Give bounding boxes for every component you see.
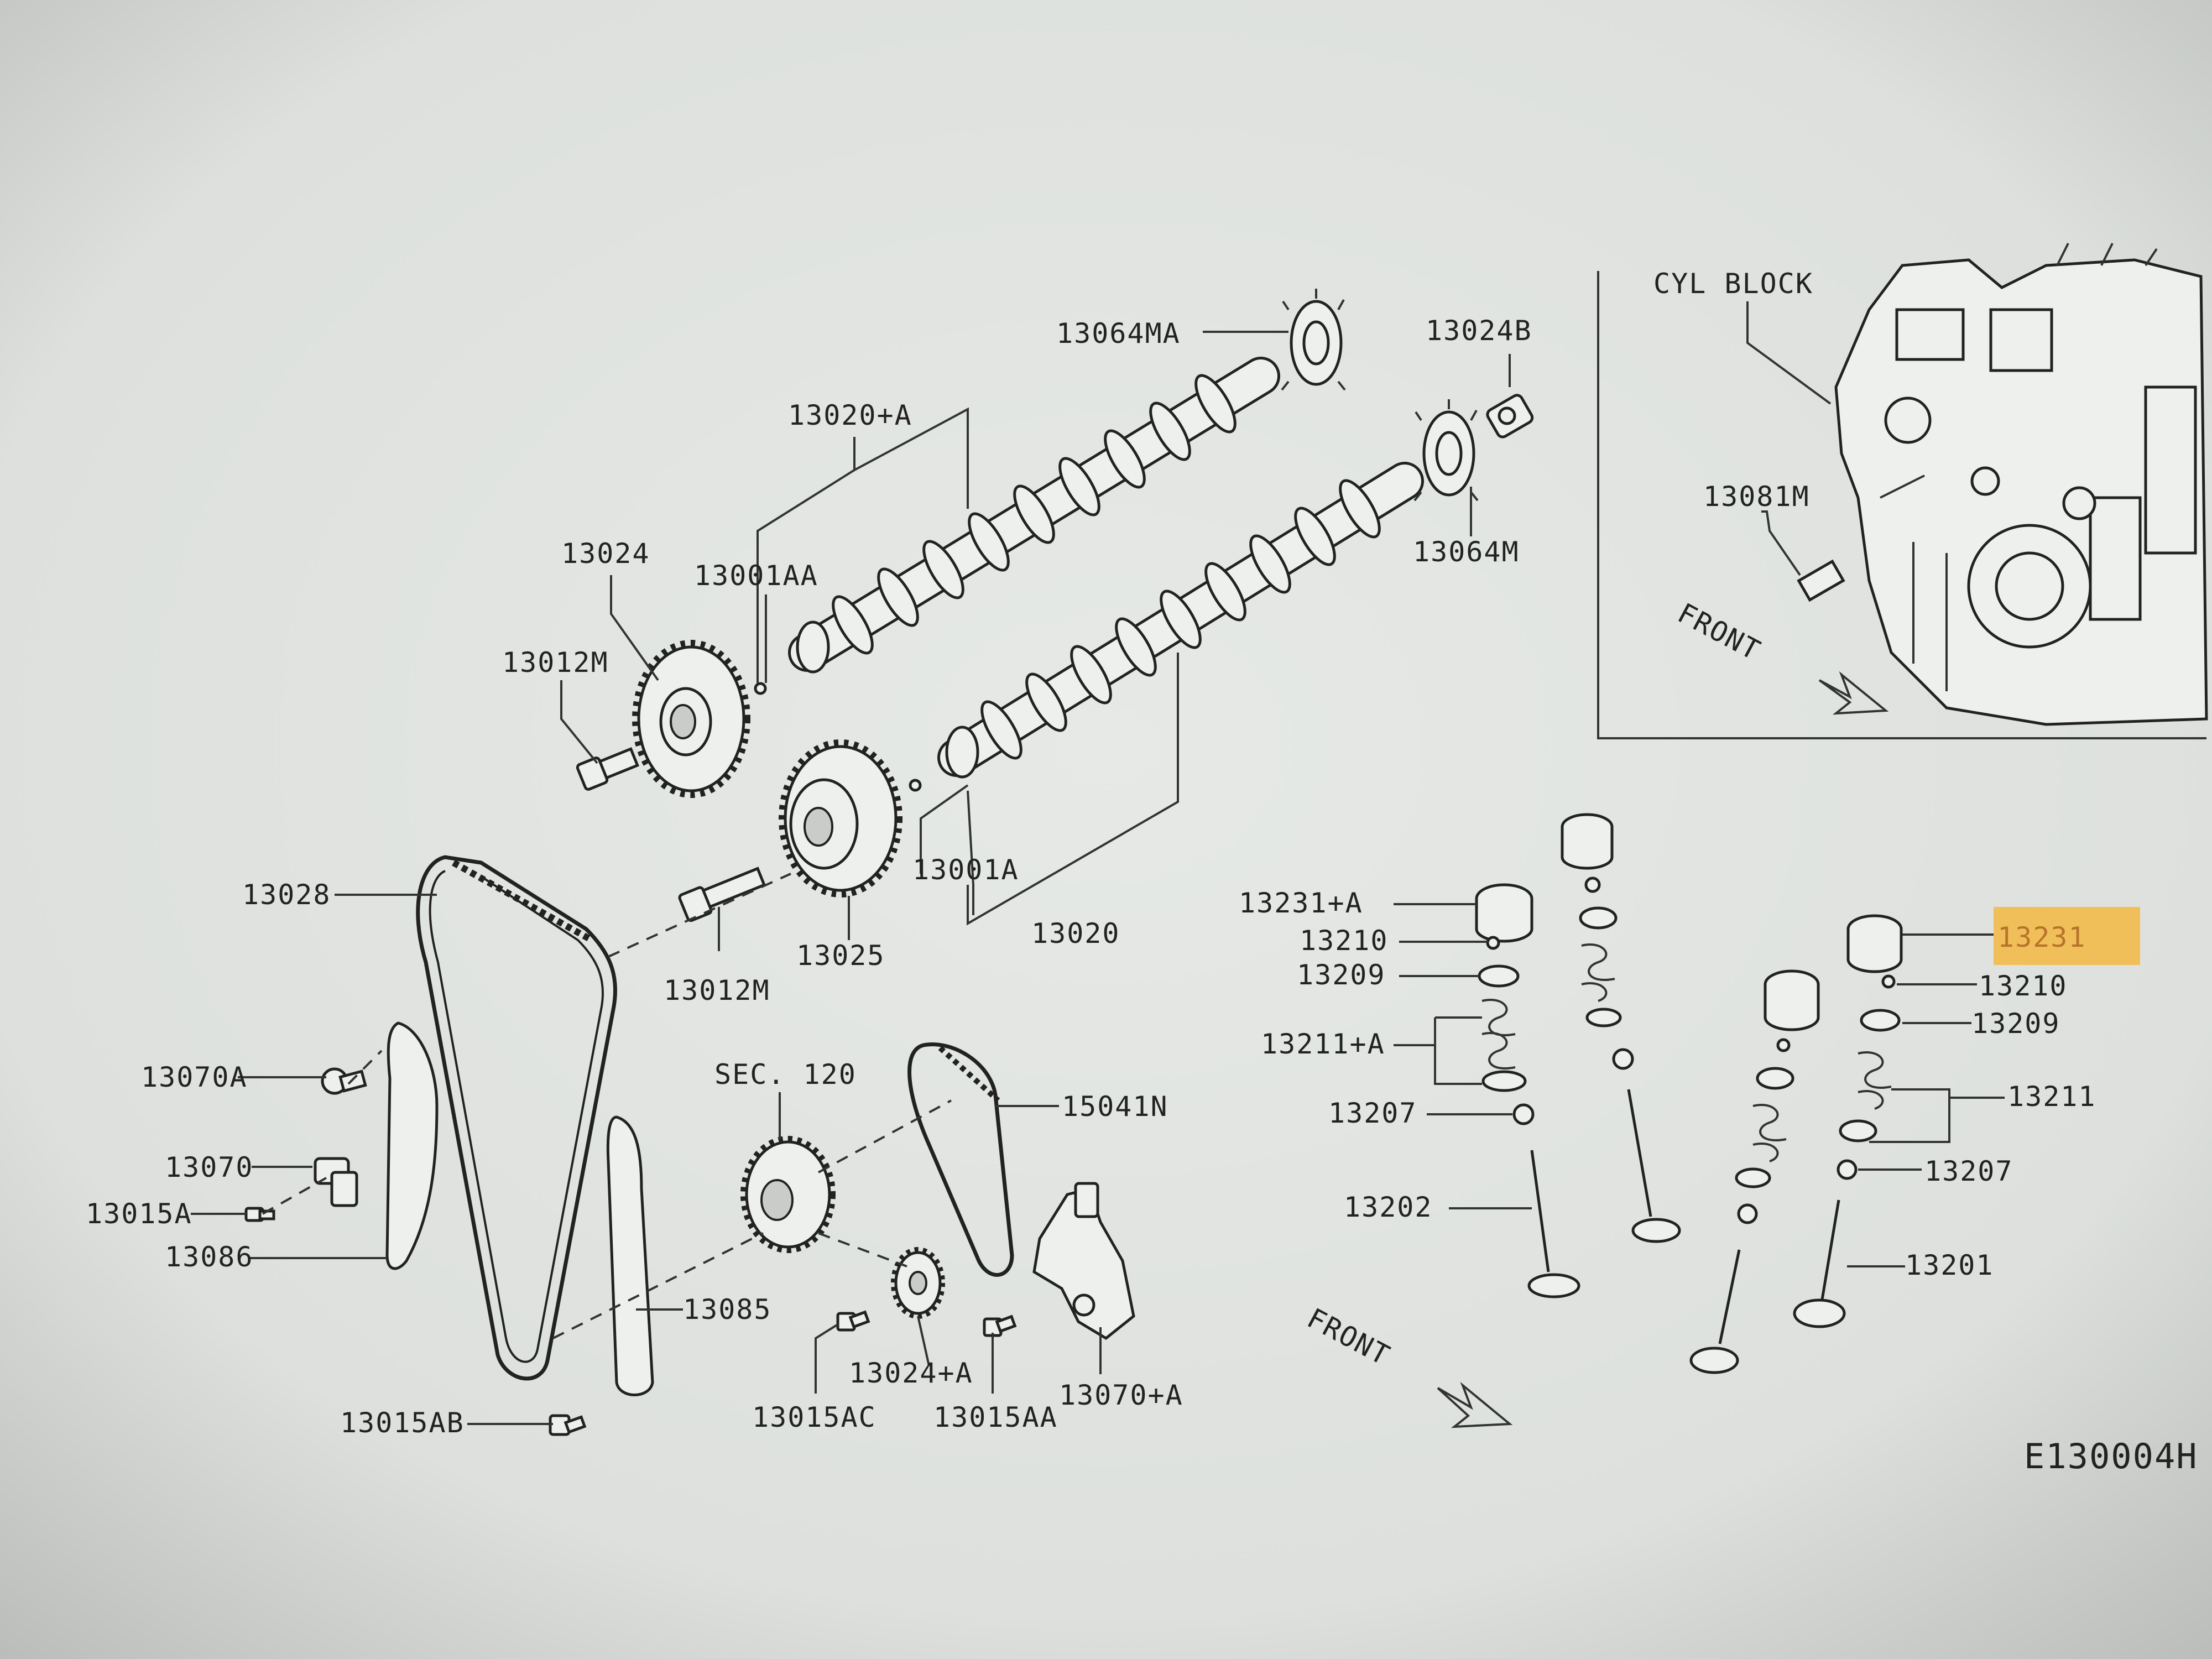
label-13231: 13231 [1997, 921, 2086, 953]
cam-lobe [922, 540, 964, 599]
signal-plate-13064MA [1281, 289, 1346, 391]
bolt-13012M-bottom [678, 867, 766, 922]
label-13064M: 13064M [1413, 536, 1520, 568]
valve-train-center [1561, 813, 1681, 1243]
cam-lobe [1160, 589, 1202, 649]
valve-train-right [1793, 914, 1903, 1328]
label-13012M-top: 13012M [502, 646, 609, 679]
label-13207-left: 13207 [1328, 1097, 1417, 1129]
label-13015AB: 13015AB [340, 1407, 465, 1439]
cam-lobe [1070, 645, 1112, 705]
tensioner-13070 [314, 1157, 358, 1207]
label-13070A: 13070A [141, 1061, 248, 1093]
label-13210-left: 13210 [1300, 925, 1389, 957]
valve-train-center-right [1689, 969, 1820, 1374]
label-13209-left: 13209 [1297, 959, 1386, 991]
bolt-13070A [321, 1067, 367, 1095]
cam-lobe [1025, 672, 1067, 732]
valve-timing-control-13025 [779, 739, 902, 898]
dowel-13001A [909, 779, 922, 792]
label-13001A: 13001A [912, 854, 1019, 886]
timing-chain-13028 [416, 855, 618, 1381]
inset-title: CYL BLOCK [1653, 268, 1813, 300]
label-13025: 13025 [796, 940, 885, 972]
tension-guide-13085 [606, 1115, 654, 1396]
cam-lobe [1013, 484, 1055, 544]
label-13012M-bottom: 13012M [664, 974, 770, 1006]
cam-lobe [1149, 401, 1191, 461]
label-13024: 13024 [561, 538, 650, 570]
label-13070: 13070 [165, 1151, 254, 1183]
leader-lines [191, 331, 2005, 1425]
cylinder-block-sketch [1834, 243, 2208, 726]
label-13015AA: 13015AA [933, 1401, 1058, 1433]
label-15041N: 15041N [1062, 1091, 1168, 1123]
label-13070A-pump: 13070+A [1059, 1379, 1183, 1411]
label-13207-right: 13207 [1924, 1155, 2013, 1187]
plug-13024B [1486, 394, 1534, 439]
inset-front-arrow-icon [1818, 671, 1889, 715]
bolt-13015AC [836, 1310, 870, 1332]
oil-pump-tensioner-13070A [1032, 1182, 1135, 1340]
label-13064MA: 13064MA [1056, 317, 1181, 349]
dowel-13001AA [754, 682, 767, 695]
leader-13081M [1761, 510, 1801, 576]
label-13081M: 13081M [1703, 481, 1810, 513]
diagram-reference-code: E130004H [2024, 1436, 2198, 1477]
cam-lobe [832, 595, 874, 655]
label-13020A: 13020+A [788, 399, 912, 431]
cam-lobe [1249, 534, 1291, 594]
label-13028: 13028 [242, 879, 331, 911]
label-13001AA: 13001AA [694, 560, 818, 592]
cam-lobe [968, 512, 1010, 572]
bolt-13012M-top [576, 747, 639, 791]
cam-lobe [877, 567, 919, 627]
label-13202: 13202 [1344, 1191, 1433, 1223]
leader-cyl-block [1746, 301, 1832, 405]
cam-lobe [1194, 374, 1237, 434]
upper-camshaft-13020A [788, 357, 1280, 674]
highlight-13231 [1994, 907, 2140, 965]
lower-camshaft-13020 [937, 462, 1424, 779]
signal-plate-13064M [1413, 399, 1479, 502]
cam-lobe [1058, 457, 1100, 517]
label-13086: 13086 [165, 1241, 254, 1273]
label-13085: 13085 [683, 1293, 772, 1326]
label-13015A: 13015A [86, 1198, 192, 1230]
cam-lobe [1204, 562, 1246, 622]
cam-lobe [1294, 507, 1336, 566]
label-13020: 13020 [1031, 917, 1120, 950]
label-13231A: 13231+A [1239, 887, 1363, 919]
cam-lobe [1115, 617, 1157, 677]
inset-frame [1597, 271, 2206, 739]
oil-pump-sprocket-13024A [891, 1247, 945, 1319]
label-13015AC: 13015AC [752, 1401, 877, 1433]
label-13201: 13201 [1905, 1249, 1994, 1281]
label-13211A: 13211+A [1261, 1028, 1385, 1060]
cam-lobe [980, 700, 1022, 760]
oil-pump-chain-15041N [907, 1042, 1014, 1277]
label-13211: 13211 [2007, 1081, 2096, 1113]
label-13209-right: 13209 [1971, 1008, 2060, 1040]
assembly-lines [262, 873, 952, 1339]
front-arrow-icon [1437, 1381, 1513, 1428]
label-sec120: SEC. 120 [714, 1058, 857, 1091]
camshaft-sprocket-13024 [632, 640, 750, 798]
slack-guide-13086 [385, 1021, 439, 1270]
crankshaft-sprocket-sec120 [740, 1136, 836, 1253]
label-13210-right: 13210 [1979, 970, 2068, 1002]
cam-lobe [1104, 429, 1146, 489]
part-labels: 13064MA 13024B 13020+A 13024 13001AA 130… [86, 315, 2198, 1477]
cyl-block-inset: CYL BLOCK 13081M FRONT [1597, 243, 2208, 739]
label-13024A: 13024+A [849, 1357, 973, 1389]
dowel-pin-13081M [1797, 559, 1845, 602]
cam-lobe [1339, 479, 1381, 539]
label-13024B: 13024B [1426, 315, 1532, 347]
valve-train-left [1475, 883, 1580, 1298]
